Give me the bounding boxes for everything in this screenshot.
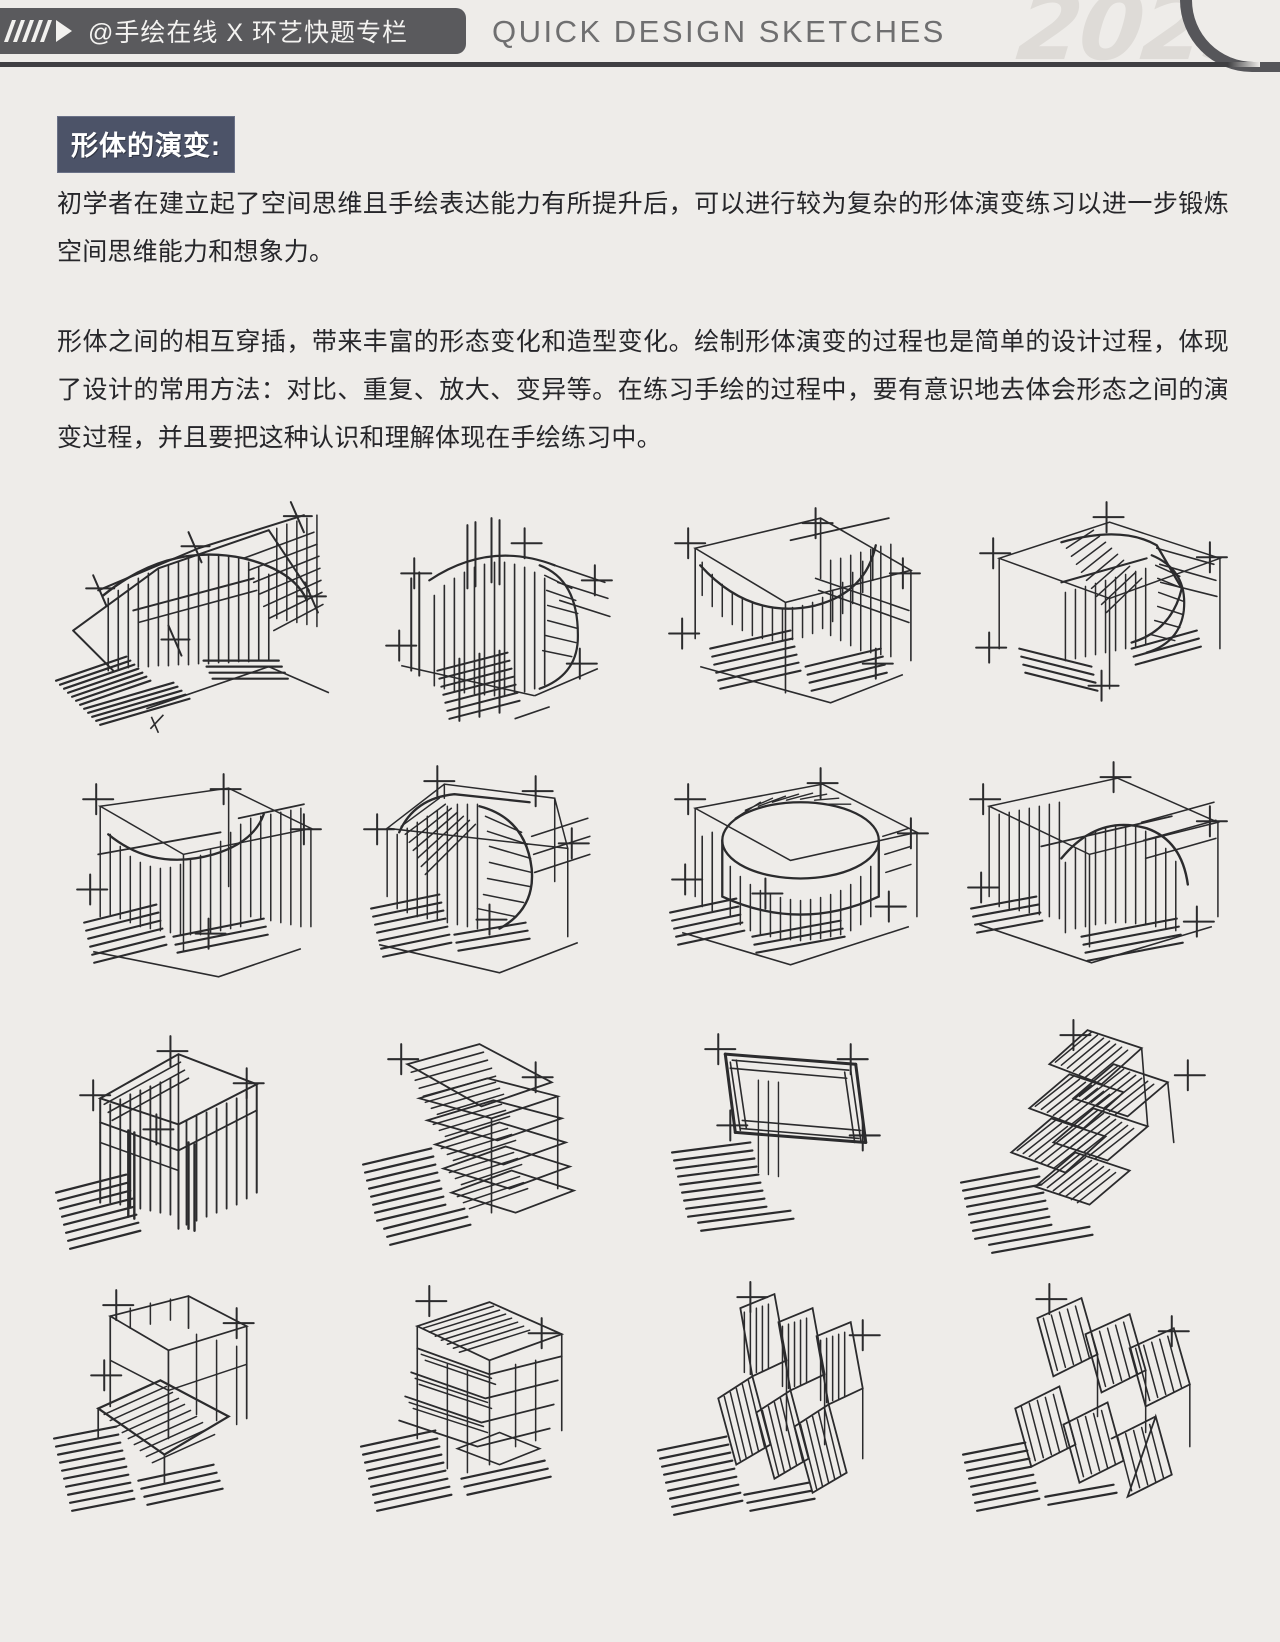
header-english-title: QUICK DESIGN SKETCHES [492, 14, 946, 49]
section-title-badge: 形体的演变: [57, 116, 235, 173]
header-divider-taper [1214, 62, 1260, 67]
sketch-r2c3 [640, 736, 941, 1002]
page-header: 2025 @手绘在线 X 环艺快题专栏 QUICK DESIGN SKETCHE… [0, 0, 1280, 90]
sketch-r1c2 [339, 470, 640, 736]
sketch-r4c1 [38, 1268, 339, 1534]
channel-badge-label: @手绘在线 X 环艺快题专栏 [88, 19, 408, 47]
sketch-r3c4 [941, 1002, 1242, 1268]
paragraph-intro: 初学者在建立起了空间思维且手绘表达能力有所提升后，可以进行较为复杂的形体演变练习… [57, 190, 1229, 266]
slashes-icon [3, 20, 72, 42]
sketch-r1c4 [941, 470, 1242, 736]
sketch-r4c2 [339, 1268, 640, 1534]
channel-badge[interactable]: @手绘在线 X 环艺快题专栏 [0, 8, 466, 54]
sketch-r4c4 [941, 1268, 1242, 1534]
sketch-r2c4 [941, 736, 1242, 1002]
section-title-text: 形体的演变: [71, 131, 221, 161]
sketch-r3c2 [339, 1002, 640, 1268]
sketch-r2c1 [38, 736, 339, 1002]
sketch-r4c3 [640, 1268, 941, 1534]
play-triangle-icon [56, 20, 72, 42]
sketch-r2c2 [339, 736, 640, 1002]
sketch-grid [38, 470, 1242, 1530]
sketch-r1c3 [640, 470, 941, 736]
header-divider-rule [0, 62, 1232, 67]
sketch-r1c1 [38, 470, 339, 736]
sketch-r3c3 [640, 1002, 941, 1268]
sketch-r3c1 [38, 1002, 339, 1268]
paragraph-detail: 形体之间的相互穿插，带来丰富的形态变化和造型变化。绘制形体演变的过程也是简单的设… [57, 328, 1229, 452]
